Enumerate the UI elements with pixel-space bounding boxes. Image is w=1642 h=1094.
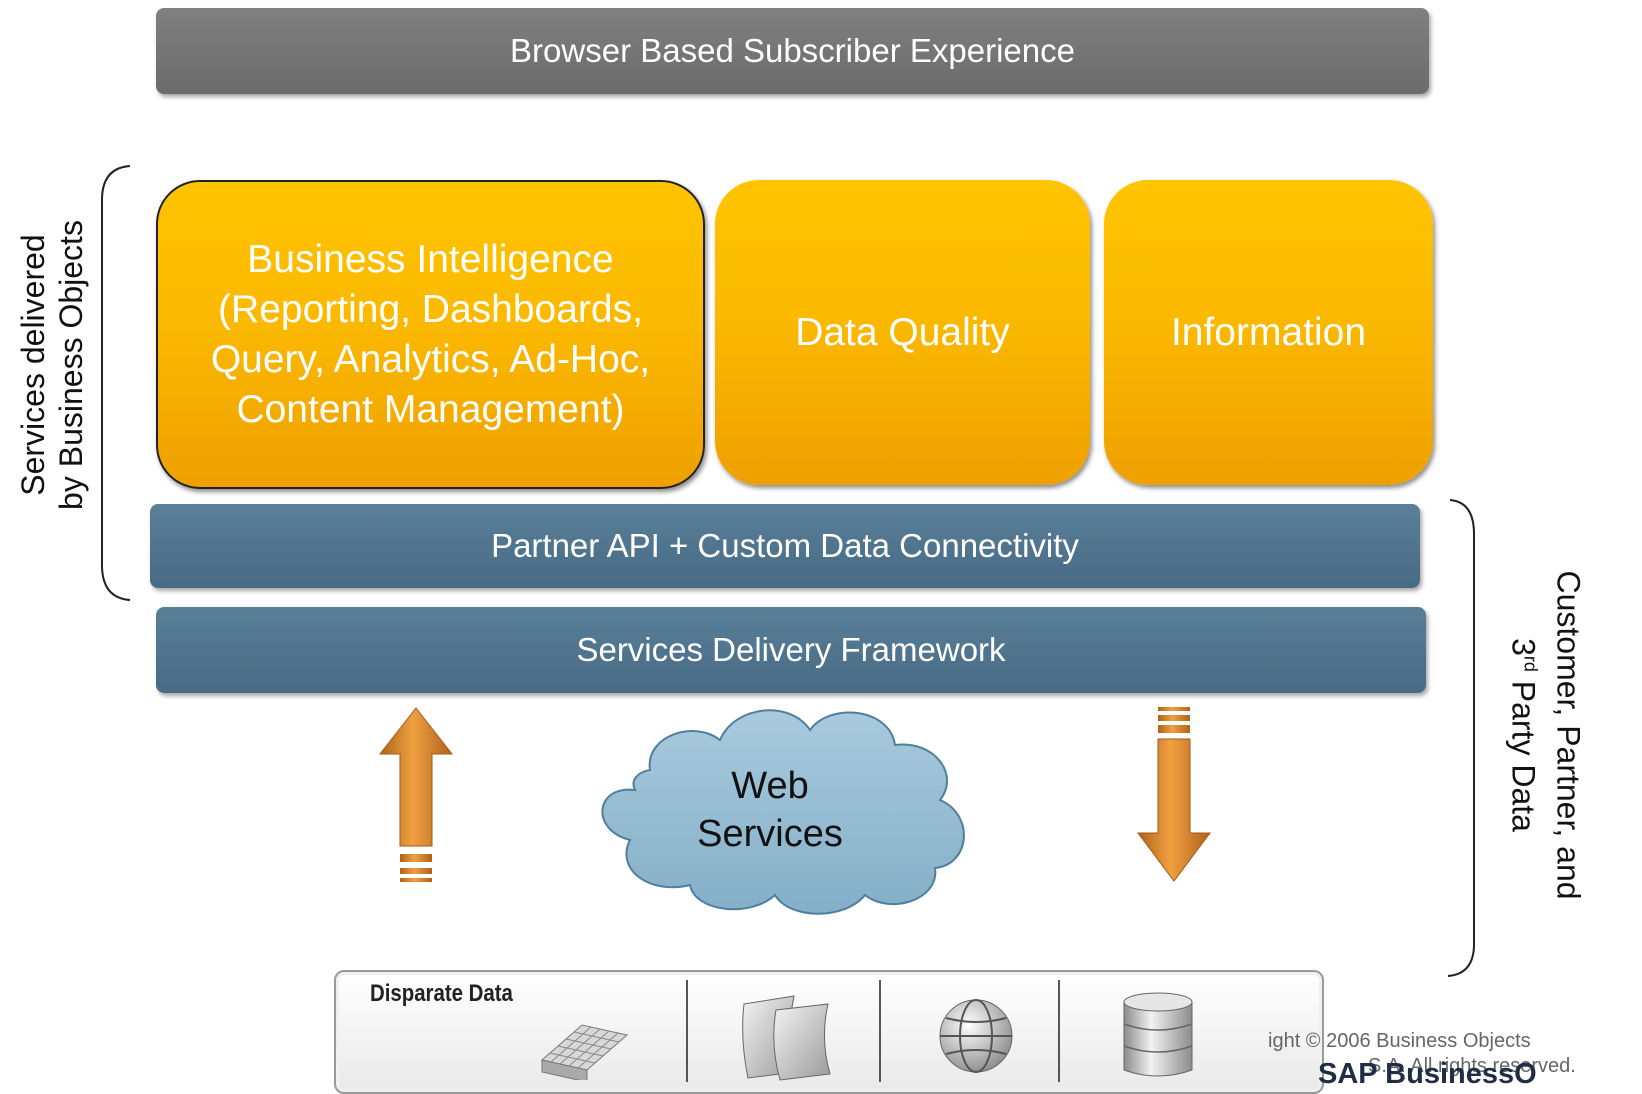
sap-businessobjects-logo: SAP BusinessO <box>1318 1058 1537 1090</box>
web-services-label: Web Services <box>697 765 843 855</box>
bi-line-2: (Reporting, Dashboards, <box>218 287 643 331</box>
partner-api-bar: Partner API + Custom Data Connectivity <box>150 504 1420 588</box>
panel-divider <box>1058 980 1060 1082</box>
grid-cube-icon <box>540 1024 629 1080</box>
information-box: Information <box>1104 180 1433 485</box>
down-arrow-icon <box>1137 707 1211 882</box>
bi-line-3: Query, Analytics, Ad-Hoc, <box>210 337 651 381</box>
subscriber-experience-label: Browser Based Subscriber Experience <box>510 32 1075 69</box>
services-delivery-framework-bar: Services Delivery Framework <box>156 607 1426 693</box>
information-label: Information <box>1170 310 1367 354</box>
left-bracket-label: Services delivered by Business Objects <box>15 220 89 510</box>
database-icon <box>1123 992 1193 1077</box>
panel-divider <box>686 980 688 1082</box>
subscriber-experience-bar: Browser Based Subscriber Experience <box>156 8 1429 94</box>
data-quality-label: Data Quality <box>795 310 1010 354</box>
globe-icon <box>939 999 1013 1073</box>
copyright-line-2: S.A. All rights reserved. <box>1368 1055 1576 1077</box>
web-services-cloud <box>601 709 965 915</box>
services-delivery-framework-label: Services Delivery Framework <box>576 631 1006 668</box>
up-arrow-icon <box>378 707 454 882</box>
data-quality-box: Data Quality <box>715 180 1090 485</box>
disparate-data-panel: Disparate Data <box>334 970 1324 1094</box>
panel-divider <box>879 980 881 1082</box>
partner-api-label: Partner API + Custom Data Connectivity <box>491 527 1079 564</box>
business-intelligence-box: Business Intelligence (Reporting, Dashbo… <box>156 180 705 489</box>
bi-line-1: Business Intelligence <box>247 237 614 281</box>
disparate-data-title: Disparate Data <box>370 980 513 1007</box>
documents-icon <box>742 995 831 1081</box>
right-bracket <box>1447 499 1475 977</box>
bi-line-4: Content Management) <box>236 387 625 431</box>
right-bracket-label: Customer, Partner, and 3rd Party Data <box>1505 570 1587 900</box>
left-bracket <box>101 165 131 601</box>
copyright-line-1: ight © 2006 Business Objects <box>1268 1030 1531 1052</box>
